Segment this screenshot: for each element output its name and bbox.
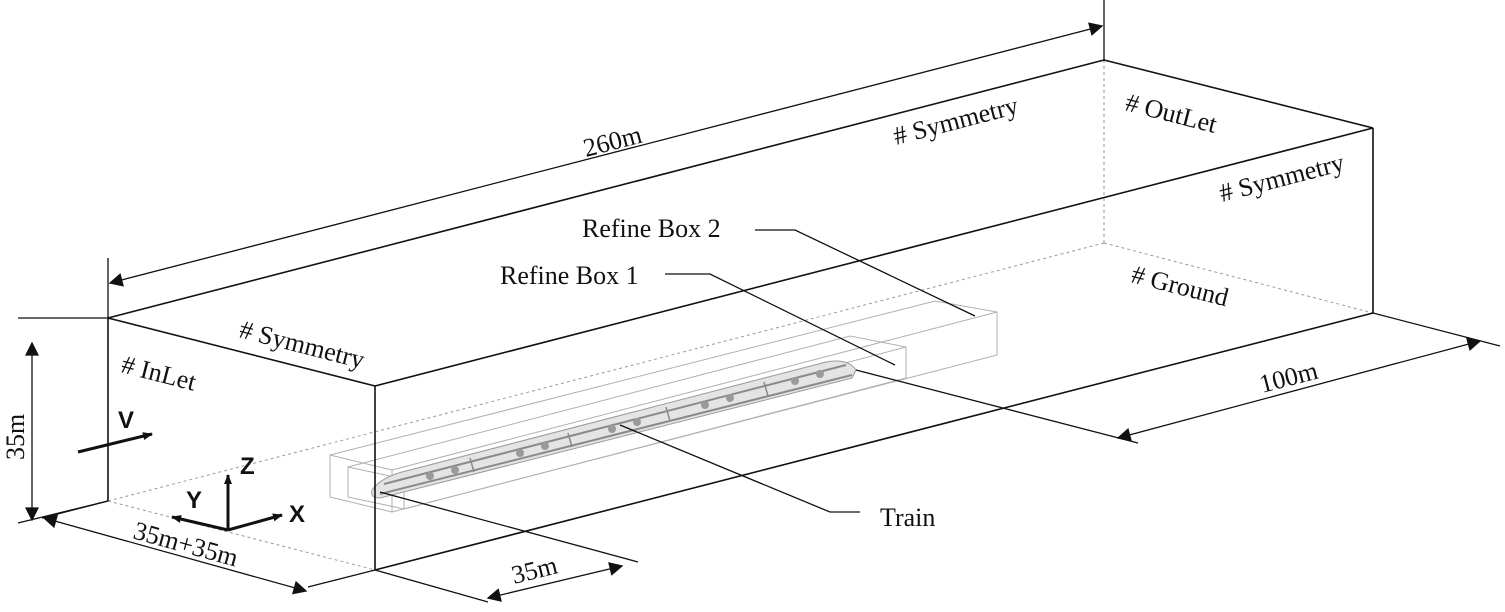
train-model — [371, 360, 857, 499]
leader-lines — [619, 229, 976, 513]
height-dimension-label: 35m — [1, 414, 30, 460]
symmetry-right-label: # Symmetry — [1216, 148, 1347, 208]
hidden-edges — [107, 60, 1374, 571]
train-label: Train — [880, 503, 935, 532]
velocity-arrow — [77, 432, 153, 454]
coordinate-axes — [171, 474, 283, 532]
ground-label: # Ground — [1129, 260, 1232, 313]
outlet-label: # OutLet — [1123, 88, 1221, 139]
length-dimension-label: 260m — [580, 120, 645, 163]
velocity-label: V — [118, 407, 134, 434]
dimension-lines — [17, 0, 1501, 603]
symmetry-top-label: # Symmetry — [890, 91, 1021, 151]
refine-box-1-label: Refine Box 1 — [500, 261, 639, 290]
z-axis-label: Z — [240, 453, 255, 480]
width-back-dimension-label: 35m — [508, 550, 560, 589]
y-axis-label: Y — [186, 487, 202, 514]
domain-box — [107, 59, 1374, 571]
x-axis-label: X — [289, 501, 305, 528]
symmetry-front-top-label: # Symmetry — [237, 315, 368, 375]
refine-box-2-label: Refine Box 2 — [582, 214, 721, 243]
width-front-dimension-label: 35m+35m — [130, 516, 241, 573]
inlet-label: # InLet — [119, 350, 200, 397]
